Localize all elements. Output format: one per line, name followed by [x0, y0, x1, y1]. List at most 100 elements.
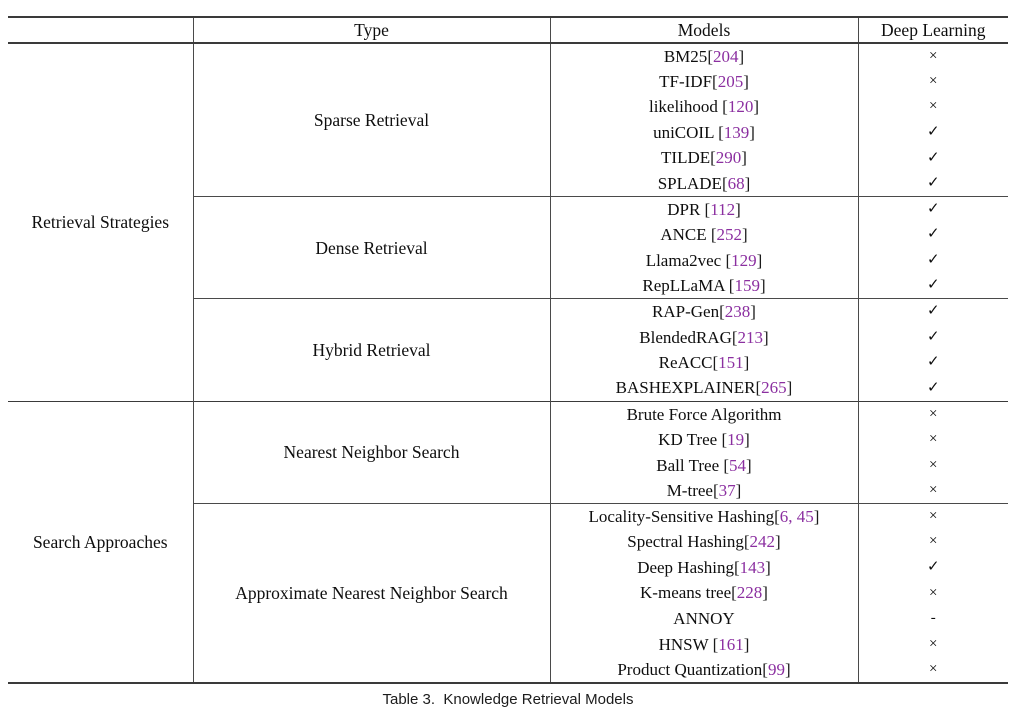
deep-learning-mark-cell: × [857, 68, 1008, 95]
type-cell: Hybrid Retrieval [192, 298, 550, 402]
deep-learning-mark-cell: ✓ [857, 196, 1008, 223]
table-row: Dense Retrieval DPR [112] ✓ [8, 196, 1008, 299]
citation-link[interactable]: 228 [736, 583, 763, 603]
citation-close-bracket: ] [750, 302, 756, 322]
model-name: BASHEXPLAINER [615, 378, 756, 398]
citation-open-bracket: [ [722, 97, 728, 117]
citation-link[interactable]: 19 [727, 429, 745, 449]
citation-link[interactable]: 129 [731, 250, 757, 270]
model-cell: BlendedRAG[213] [549, 324, 858, 351]
deep-learning-mark-cell: ✓ [857, 170, 1008, 197]
citation-open-bracket: [ [733, 557, 740, 577]
citation-link[interactable]: 151 [718, 353, 744, 373]
citation-link[interactable]: 161 [718, 634, 744, 654]
citation-close-bracket: ] [735, 480, 742, 500]
deep-learning-mark-cell: ✓ [857, 298, 1008, 325]
deep-learning-mark-cell: × [857, 426, 1008, 453]
citation-link[interactable]: 143 [739, 557, 766, 577]
model-name: Spectral Hashing [627, 532, 744, 552]
citation-link[interactable]: 265 [761, 378, 787, 398]
citation-open-bracket: [ [712, 480, 719, 500]
citation-open-bracket: [ [712, 353, 719, 373]
model-cell: likelihood [120] [549, 94, 858, 120]
model-cell: Product Quantization[99] [549, 657, 858, 683]
citation-link[interactable]: 238 [724, 302, 751, 322]
citation-open-bracket: [ [731, 583, 737, 603]
col-header-empty [8, 17, 193, 44]
citation-open-bracket: [ [743, 532, 750, 552]
model-name: ReACC [658, 353, 713, 373]
table-row: Llama2vec [129]✓ [8, 247, 1008, 274]
model-name: BlendedRAG [639, 327, 732, 347]
deep-learning-mark-cell: ✓ [857, 145, 1008, 171]
citation-link[interactable]: 139 [723, 122, 750, 142]
citation-link[interactable]: 54 [729, 455, 747, 475]
col-header-deep-learning: Deep Learning [857, 17, 1008, 44]
citation-link[interactable]: 68 [727, 173, 745, 193]
model-name: Llama2vec [645, 250, 726, 270]
citation-open-bracket: [ [710, 225, 717, 245]
citation-close-bracket: ] [744, 173, 751, 193]
model-name: HNSW [658, 634, 713, 654]
citation-close-bracket: ] [759, 276, 766, 296]
model-cell: ANNOY [549, 606, 858, 632]
deep-learning-mark-cell: × [857, 94, 1008, 120]
type-cell: Dense Retrieval [192, 196, 550, 299]
citation-link[interactable]: 159 [734, 276, 760, 296]
deep-learning-mark-cell: ✓ [857, 375, 1008, 402]
deep-learning-mark-cell: × [857, 631, 1008, 658]
model-name: SPLADE [657, 173, 722, 193]
model-name: K-means tree [640, 583, 732, 603]
citation-open-bracket: [ [710, 148, 716, 168]
table-row: HNSW [161]× [8, 631, 1008, 658]
citation-open-bracket: [ [731, 327, 738, 347]
table-row: ReACC[151]✓ [8, 350, 1008, 376]
citation-link[interactable]: 120 [727, 97, 754, 117]
model-cell: Ball Tree [54] [549, 452, 858, 479]
table-row: Deep Hashing[143]✓ [8, 554, 1008, 581]
model-cell: M-tree[37] [549, 478, 858, 504]
table-row: SPLADE[68]✓ [8, 170, 1008, 197]
table-row: Spectral Hashing[242] × [8, 529, 1008, 555]
citation-link[interactable]: 37 [718, 480, 736, 500]
citation-link[interactable]: 252 [716, 225, 743, 245]
citation-close-bracket: ] [749, 122, 755, 142]
model-name: ANNOY [673, 609, 735, 629]
citation-close-bracket: ] [784, 659, 791, 679]
citation-link[interactable]: 242 [749, 532, 776, 552]
citation-close-bracket: ] [762, 583, 768, 603]
citation-close-bracket: ] [775, 532, 781, 552]
deep-learning-mark-cell: × [857, 42, 1008, 69]
group-cell: Retrieval Strategies [8, 42, 193, 402]
citation-link[interactable]: 6, 45 [779, 506, 814, 526]
table-row: K-means tree[228] × [8, 580, 1008, 607]
deep-learning-mark-cell: × [857, 529, 1008, 555]
model-name: BM25 [663, 46, 708, 66]
deep-learning-mark-cell: × [857, 580, 1008, 607]
deep-learning-mark-cell: × [857, 400, 1008, 427]
citation-close-bracket: ] [765, 557, 771, 577]
model-cell: SPLADE[68] [549, 170, 858, 197]
deep-learning-mark-cell: × [857, 503, 1008, 530]
table-row: RepLLaMA [159]✓ [8, 273, 1008, 299]
table-row: BlendedRAG[213]✓ [8, 324, 1008, 351]
citation-link[interactable]: 112 [710, 199, 736, 219]
model-cell: RepLLaMA [159] [549, 273, 858, 299]
citation-link[interactable]: 213 [737, 327, 764, 347]
model-cell: TILDE[290] [549, 145, 858, 171]
deep-learning-mark-cell: × [857, 657, 1008, 683]
table-row: Ball Tree [54]× [8, 452, 1008, 479]
citation-link[interactable]: 205 [717, 71, 744, 91]
model-name: Locality-Sensitive Hashing [588, 506, 775, 526]
model-name: DPR [667, 199, 705, 219]
citation-link[interactable]: 99 [767, 659, 785, 679]
citation-close-bracket: ] [786, 378, 793, 398]
model-name: M-tree [666, 480, 713, 500]
citation-link[interactable]: 290 [715, 148, 742, 168]
citation-link[interactable]: 204 [712, 46, 739, 66]
table-caption: Table 3. Knowledge Retrieval Models [382, 690, 634, 708]
citation-open-bracket: [ [712, 634, 719, 654]
type-cell: Sparse Retrieval [192, 42, 550, 197]
citation-close-bracket: ] [744, 429, 750, 449]
